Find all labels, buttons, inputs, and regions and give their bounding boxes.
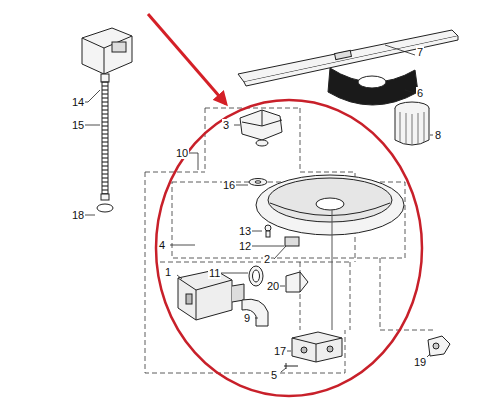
small-parts	[266, 231, 270, 237]
leader-line	[385, 45, 415, 55]
dashed-group-box	[160, 262, 350, 330]
spray-arm-part	[238, 30, 458, 82]
callout-number: 14	[71, 96, 85, 108]
callout-number: 8	[434, 129, 442, 141]
dashed-group-box	[145, 108, 435, 373]
leader-line	[281, 368, 286, 372]
callout-number: 6	[416, 87, 424, 99]
callout-number: 20	[266, 280, 280, 292]
shield-part	[328, 68, 418, 105]
leader-line	[220, 273, 248, 274]
leader-line	[84, 90, 100, 102]
highlight-circle	[148, 14, 422, 396]
leader-line	[84, 125, 100, 126]
sump-part	[268, 178, 392, 222]
small-parts	[265, 225, 299, 246]
drain-hose-part	[82, 28, 132, 74]
leader-line	[430, 135, 433, 136]
chopper-housing-part	[256, 140, 268, 146]
callout-number: 12	[238, 240, 252, 252]
seal-and-elbow-parts	[242, 266, 308, 326]
chopper-housing-part	[249, 179, 267, 186]
seal-and-elbow-parts	[286, 272, 308, 292]
pump-motor-part	[178, 270, 232, 320]
leader-line	[234, 125, 240, 126]
seal-and-elbow-parts	[253, 270, 260, 282]
callout-number: 5	[270, 369, 278, 381]
drain-hose-part	[101, 74, 109, 82]
shield-part	[358, 76, 386, 88]
callout-number: 11	[208, 267, 221, 279]
callout-number: 4	[158, 239, 166, 251]
callout-number: 2	[263, 253, 271, 265]
filter-part	[400, 112, 424, 145]
small-parts	[265, 225, 271, 231]
callout-number: 16	[222, 179, 236, 191]
sump-part	[316, 198, 344, 210]
leader-line	[84, 45, 433, 372]
sump-part	[270, 203, 390, 216]
leader-line	[84, 215, 95, 216]
chopper-housing-part	[255, 181, 261, 183]
chopper-housing-part	[242, 110, 282, 126]
drain-hose-part	[82, 36, 132, 74]
chopper-housing-part	[240, 110, 282, 186]
drain-hose-part	[112, 42, 126, 52]
small-parts	[285, 237, 299, 246]
dashed-group-box	[145, 172, 355, 373]
sump-part	[256, 175, 404, 235]
sensor-part	[428, 336, 450, 356]
leader-line	[274, 246, 286, 259]
drain-hose-part	[101, 194, 109, 200]
sensor-part	[433, 343, 439, 349]
callout-number: 1	[164, 266, 172, 278]
callout-number: 3	[222, 119, 230, 131]
callout-number: 13	[238, 225, 252, 237]
pump-motor-part	[178, 278, 232, 320]
sensor-part	[428, 336, 450, 356]
leader-line	[177, 275, 182, 279]
seal-and-elbow-parts	[249, 266, 263, 286]
callout-number: 7	[416, 46, 424, 58]
pump-motor-part	[186, 294, 192, 304]
diverter-valve-part	[292, 338, 342, 362]
highlight-circle	[148, 14, 226, 104]
dashed-group-box	[380, 258, 435, 330]
leader-line	[250, 246, 284, 247]
diverter-valve-part	[292, 332, 342, 362]
filter-part	[395, 108, 429, 145]
callout-number: 9	[243, 312, 251, 324]
diverter-valve-part	[284, 363, 298, 369]
chopper-housing-part	[240, 110, 282, 140]
drain-hose-part	[102, 82, 108, 194]
pump-motor-part	[232, 284, 244, 302]
callout-number: 18	[71, 209, 85, 221]
sump-part	[256, 175, 404, 330]
shield-part	[328, 68, 418, 105]
diverter-valve-part	[301, 347, 307, 353]
diverter-valve-part	[284, 332, 342, 369]
leader-line	[255, 318, 258, 319]
leader-line	[405, 90, 415, 93]
callout-number: 17	[273, 345, 287, 357]
leader-line	[170, 245, 195, 246]
callout-number: 19	[413, 356, 427, 368]
dashed-group-box	[205, 108, 300, 172]
highlight-circle	[156, 100, 422, 396]
seal-and-elbow-parts	[242, 299, 268, 326]
filter-part	[395, 102, 429, 145]
spray-arm-part	[335, 50, 352, 59]
diverter-valve-part	[327, 346, 333, 352]
seal-and-elbow-parts	[300, 272, 301, 292]
callout-number: 15	[71, 119, 85, 131]
drain-hose-part	[97, 204, 113, 212]
sump-part	[332, 210, 333, 330]
drain-hose-part	[82, 28, 132, 212]
callout-number: 10	[175, 147, 189, 159]
